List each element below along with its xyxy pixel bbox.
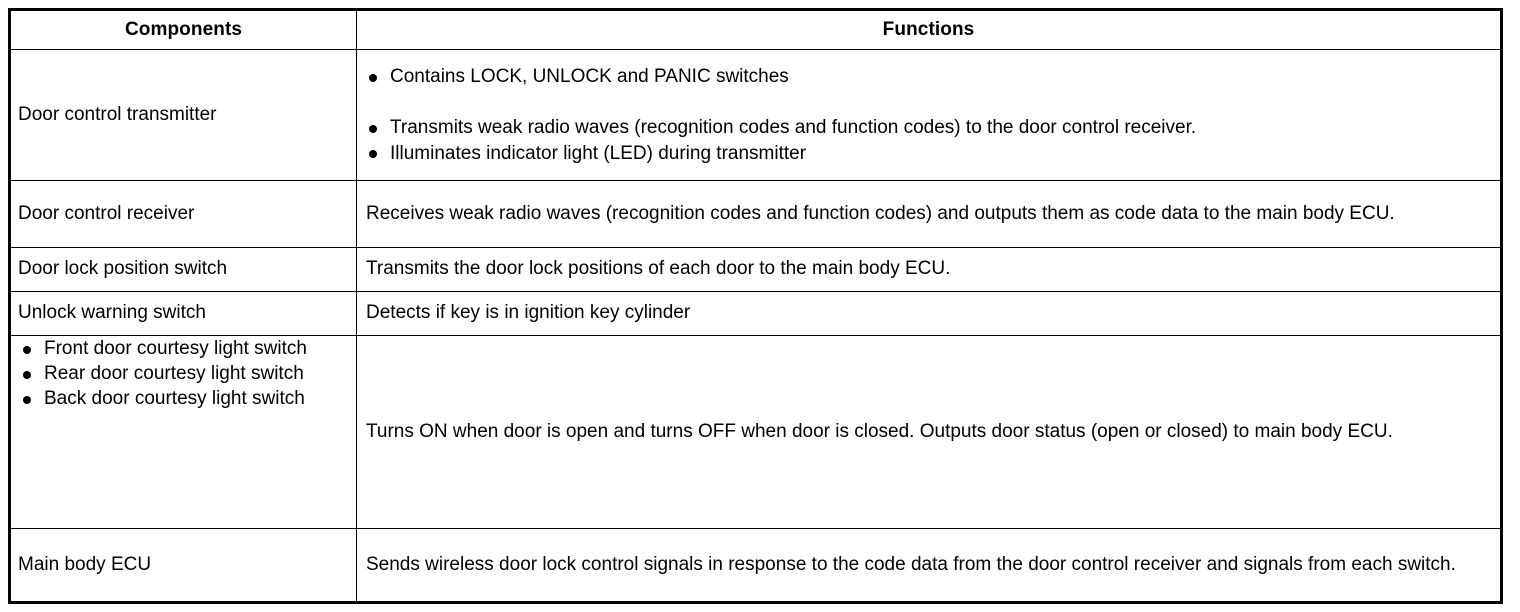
cell-component-courtesy-light-switches: Front door courtesy light switch Rear do… [9,335,357,529]
list-item-label: Transmits weak radio waves (recognition … [390,117,1197,139]
table-body: Door control transmitter Contains LOCK, … [9,49,1502,603]
component-label: Door control receiver [18,202,195,224]
list-item: Illuminates indicator light (LED) during… [357,141,1500,166]
table-row: Front door courtesy light switch Rear do… [9,335,1502,529]
cell-component-door-control-transmitter: Door control transmitter [9,49,357,181]
list-item-label: Rear door courtesy light switch [44,363,304,385]
function-text: Sends wireless door lock control signals… [366,553,1456,575]
table-header-row: Components Functions [9,9,1502,50]
list-item: Contains LOCK, UNLOCK and PANIC switches [357,64,1500,89]
bullet-dot-icon [23,370,31,379]
table-row: Main body ECU Sends wireless door lock c… [9,528,1502,603]
cell-function-main-body-ecu: Sends wireless door lock control signals… [356,528,1502,603]
function-bullet-list: Contains LOCK, UNLOCK and PANIC switches… [357,64,1500,165]
list-item-label: Illuminates indicator light (LED) during… [390,142,807,164]
table-row: Door lock position switch Transmits the … [9,247,1502,292]
column-header-components: Components [9,9,357,50]
bullet-dot-icon [23,396,31,405]
function-text: Detects if key is in ignition key cylind… [366,302,691,324]
table-row: Door control transmitter Contains LOCK, … [9,49,1502,181]
cell-function-unlock-warning-switch: Detects if key is in ignition key cylind… [356,291,1502,336]
cell-component-main-body-ecu: Main body ECU [9,528,357,603]
components-functions-table: Components Functions Door control transm… [8,8,1503,604]
cell-function-door-control-transmitter: Contains LOCK, UNLOCK and PANIC switches… [356,49,1502,181]
list-item-label: Back door courtesy light switch [44,388,305,410]
table-header: Components Functions [9,9,1502,50]
bullet-dot-icon [369,125,377,134]
cell-component-unlock-warning-switch: Unlock warning switch [9,291,357,336]
list-item: Back door courtesy light switch [11,386,356,411]
component-label: Main body ECU [18,553,152,575]
function-text: Receives weak radio waves (recognition c… [366,202,1395,224]
list-item-label: Contains LOCK, UNLOCK and PANIC switches [390,66,789,88]
cell-function-door-control-receiver: Receives weak radio waves (recognition c… [356,180,1502,248]
bullet-dot-icon [369,74,377,83]
column-header-functions: Functions [356,9,1502,50]
table-row: Unlock warning switch Detects if key is … [9,291,1502,336]
cell-function-courtesy-light-switches: Turns ON when door is open and turns OFF… [356,335,1502,529]
table-row: Door control receiver Receives weak radi… [9,180,1502,248]
component-label: Door lock position switch [18,258,228,280]
bullet-dot-icon [369,150,377,159]
cell-function-door-lock-position-switch: Transmits the door lock positions of eac… [356,247,1502,292]
function-text: Turns ON when door is open and turns OFF… [366,420,1393,442]
component-label: Door control transmitter [18,103,217,125]
cell-component-door-lock-position-switch: Door lock position switch [9,247,357,292]
list-item-label: Front door courtesy light switch [44,338,307,359]
cell-component-door-control-receiver: Door control receiver [9,180,357,248]
component-label: Unlock warning switch [18,302,206,324]
bullet-dot-icon [23,345,31,354]
function-text: Transmits the door lock positions of eac… [366,258,951,280]
list-item: Transmits weak radio waves (recognition … [357,115,1500,140]
component-bullet-list: Front door courtesy light switch Rear do… [11,336,356,411]
list-item: Front door courtesy light switch [11,336,356,361]
list-item: Rear door courtesy light switch [11,361,356,386]
